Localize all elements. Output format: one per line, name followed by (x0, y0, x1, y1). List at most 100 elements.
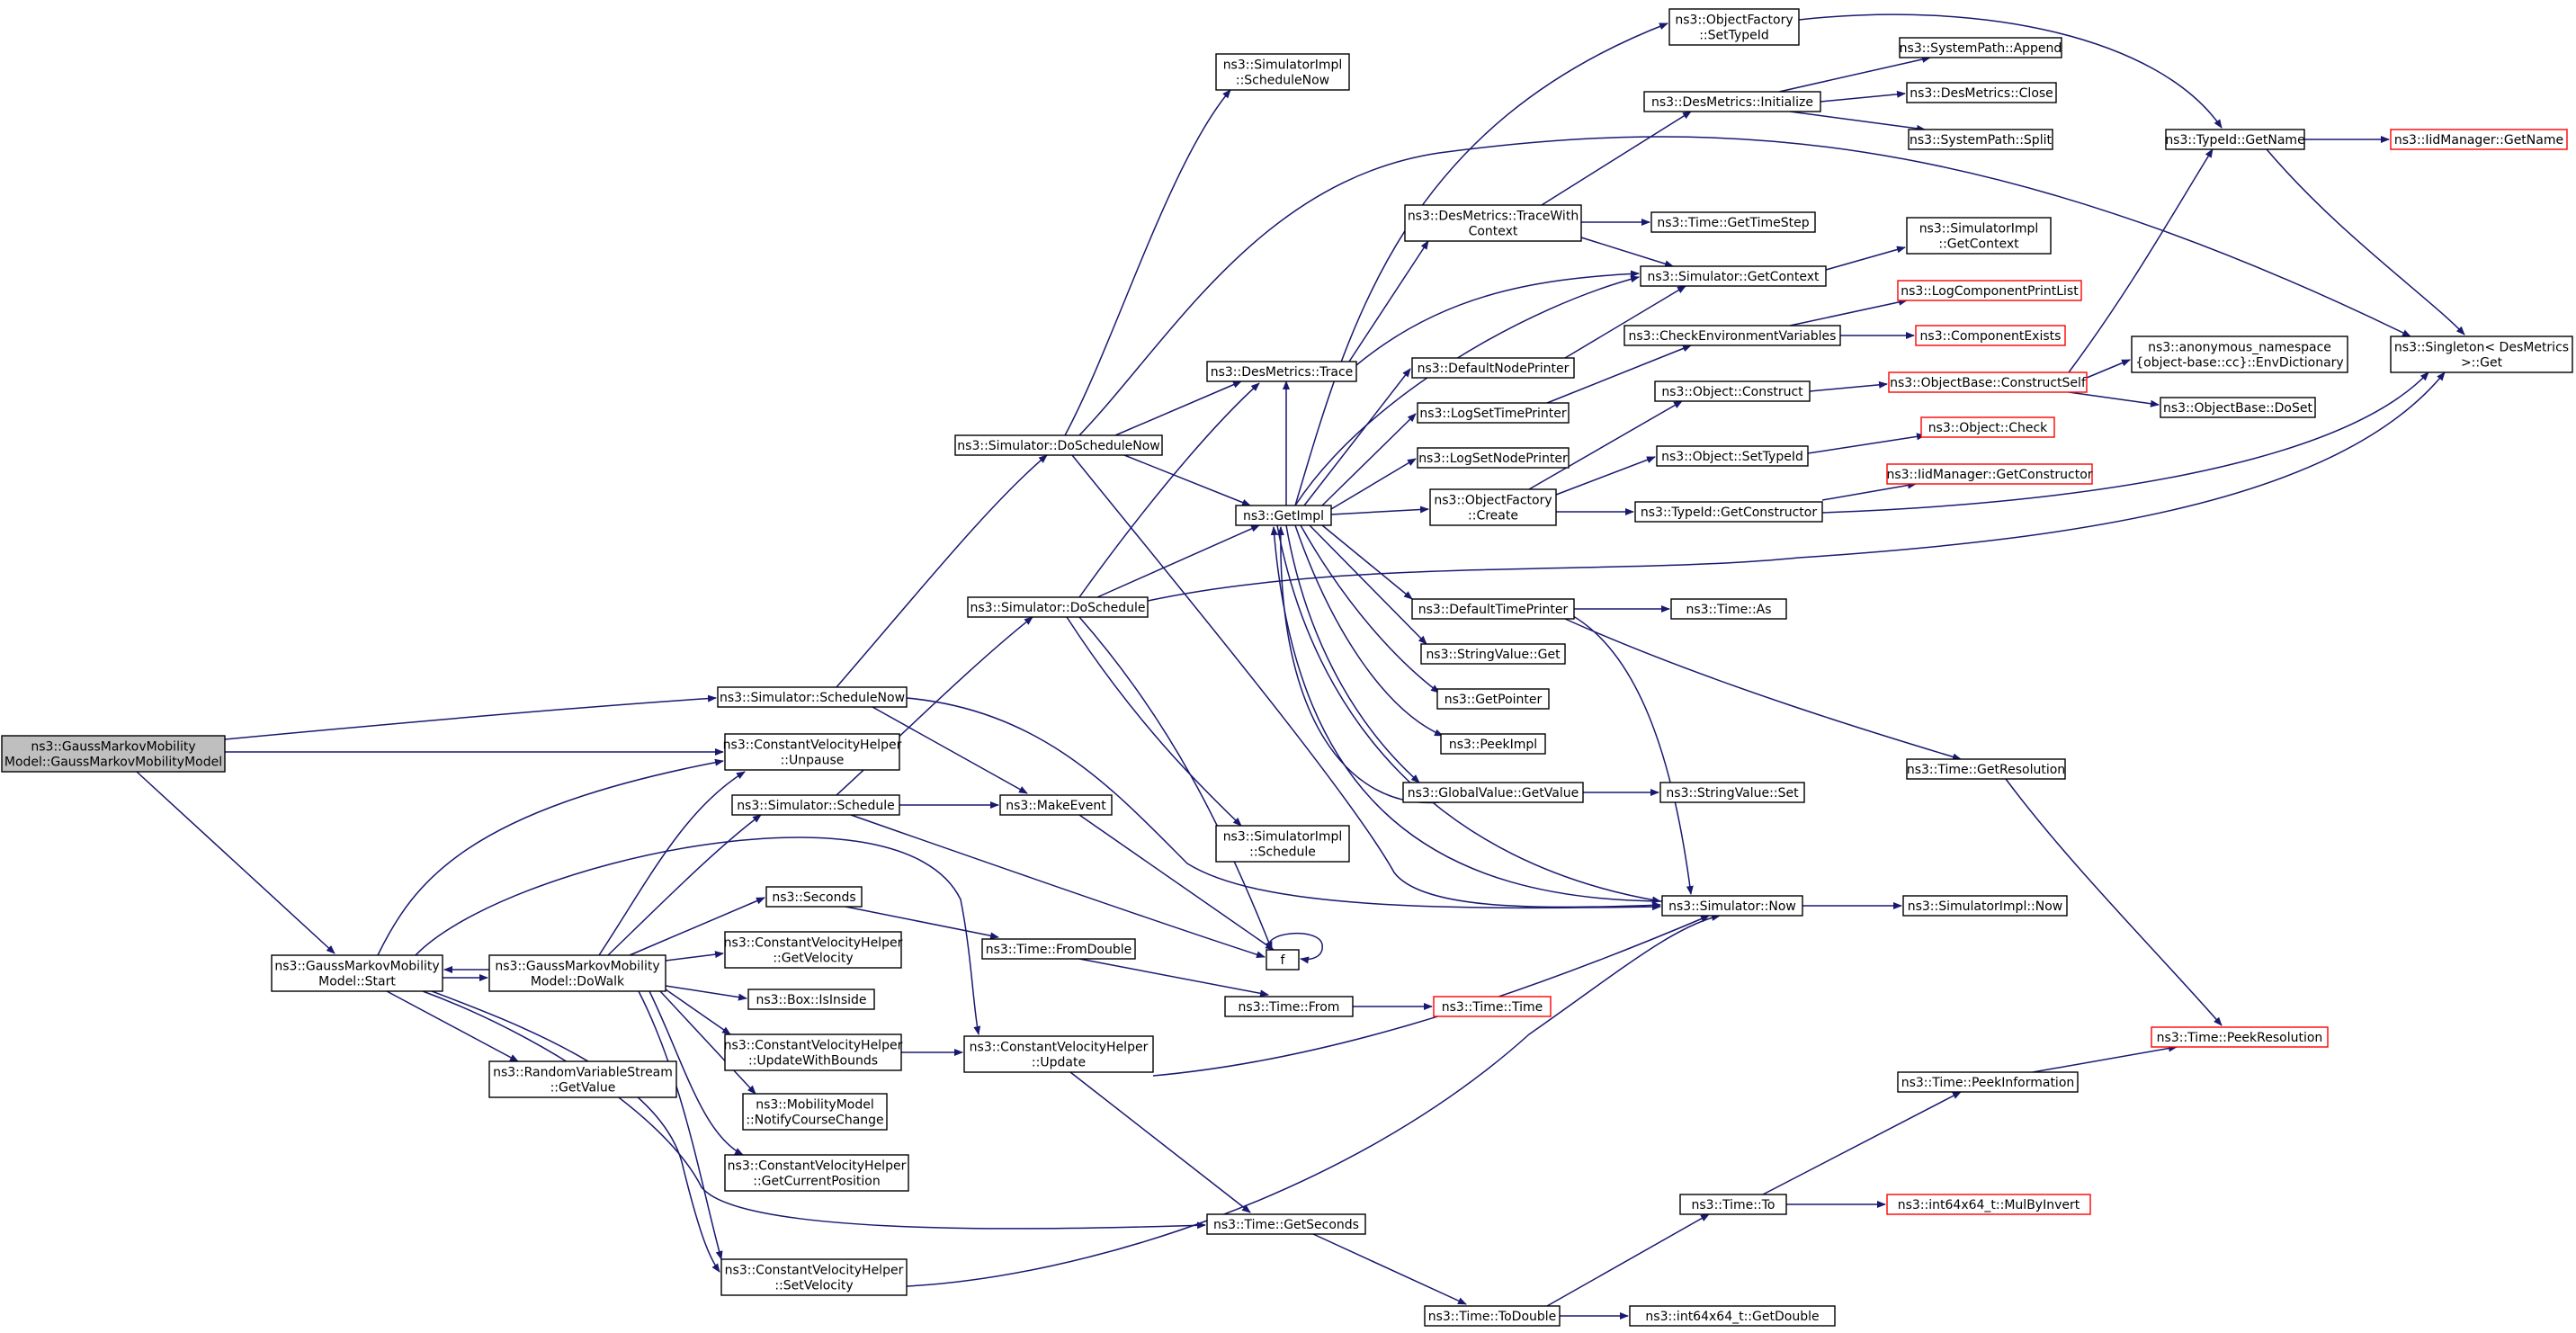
node-desmetrics-close[interactable]: ns3::DesMetrics::Close (1906, 82, 2057, 103)
node-label: ::GetCurrentPosition (753, 1175, 880, 1189)
node-time-as[interactable]: ns3::Time::As (1670, 598, 1787, 620)
node-sched-now[interactable]: ns3::Simulator::ScheduleNow (717, 686, 908, 708)
node-cvh-updatewithbounds[interactable]: ns3::ConstantVelocityHelper::UpdateWithB… (724, 1033, 903, 1071)
node-label: ns3::Object::Check (1928, 421, 2048, 435)
node-label: ns3::LogSetTimePrinter (1419, 407, 1567, 421)
node-anon-envdictionary[interactable]: ns3::anonymous_namespace{object-base::cc… (2131, 335, 2348, 373)
edge-getimpl-to-peekimpl (1294, 524, 1444, 737)
node-stringvalue-set[interactable]: ns3::StringValue::Set (1659, 782, 1805, 803)
node-int64-getdouble[interactable]: ns3::int64x64_t::GetDouble (1629, 1305, 1836, 1327)
node-iidmanager-getconstructor[interactable]: ns3::IidManager::GetConstructor (1886, 463, 2093, 485)
edge-dowalk-to-mm_notify (659, 990, 756, 1095)
node-objfactory-create[interactable]: ns3::ObjectFactory::Create (1429, 488, 1557, 526)
node-sim-doschedulenow[interactable]: ns3::Simulator::DoScheduleNow (954, 434, 1163, 456)
node-root[interactable]: ns3::GaussMarkovMobilityModel::GaussMark… (1, 735, 226, 773)
node-cvh-unpause[interactable]: ns3::ConstantVelocityHelper::Unpause (723, 733, 902, 771)
node-defaulttimeprinter[interactable]: ns3::DefaultTimePrinter (1411, 598, 1575, 620)
node-label: ns3::GaussMarkovMobility (31, 740, 195, 755)
node-typeid-getname[interactable]: ns3::TypeId::GetName (2165, 129, 2305, 150)
node-cvh-getcurrentposition[interactable]: ns3::ConstantVelocityHelper::GetCurrentP… (724, 1154, 909, 1192)
edge-dowalk-to-box_isinside (665, 985, 747, 1001)
node-label: ns3::SimulatorImpl (1223, 58, 1343, 73)
node-getimpl[interactable]: ns3::GetImpl (1235, 505, 1332, 526)
node-label: ns3::Simulator::Schedule (737, 799, 895, 813)
node-label: ns3::anonymous_namespace (2148, 341, 2331, 355)
node-time-to[interactable]: ns3::Time::To (1679, 1194, 1787, 1215)
node-simimpl-schedulenow[interactable]: ns3::SimulatorImpl::ScheduleNow (1215, 53, 1350, 91)
node-iidmanager-getname[interactable]: ns3::IidManager::GetName (2390, 129, 2568, 150)
node-cvh-getvelocity[interactable]: ns3::ConstantVelocityHelper::GetVelocity (724, 931, 903, 969)
node-label: ns3::TypeId::GetName (2165, 133, 2304, 148)
edge-start-to-rvs_getvalue (386, 990, 519, 1062)
node-objectbase-doset[interactable]: ns3::ObjectBase::DoSet (2160, 397, 2316, 418)
edge-globalvalue_getvalue-to-getimpl (1276, 526, 1440, 804)
node-desmetrics-trace[interactable]: ns3::DesMetrics::Trace (1206, 361, 1357, 382)
node-sim-getcontext[interactable]: ns3::Simulator::GetContext (1640, 265, 1827, 287)
node-label: ns3::IidManager::GetName (2394, 133, 2563, 148)
node-f[interactable]: f (1266, 949, 1300, 971)
edge-time_getresolution-to-time_peekresolution (2005, 778, 2223, 1026)
node-objectbase-constructself[interactable]: ns3::ObjectBase::ConstructSelf (1888, 371, 2088, 393)
node-logcomponentprintlist[interactable]: ns3::LogComponentPrintList (1897, 280, 2082, 301)
node-label: ns3::Box::IsInside (756, 993, 866, 1007)
node-componentexists[interactable]: ns3::ComponentExists (1915, 325, 2066, 346)
node-box-isinside[interactable]: ns3::Box::IsInside (747, 989, 875, 1010)
node-time-from[interactable]: ns3::Time::From (1224, 996, 1354, 1017)
edge-sched_now-to-sim_now (906, 697, 1661, 911)
node-label: ns3::SystemPath::Append (1900, 41, 2062, 56)
node-label: ns3::TypeId::GetConstructor (1641, 505, 1817, 520)
node-time-getseconds[interactable]: ns3::Time::GetSeconds (1206, 1213, 1366, 1235)
node-time-getresolution[interactable]: ns3::Time::GetResolution (1906, 758, 2066, 780)
edge-makeevent-to-f (1078, 814, 1275, 951)
node-object-construct[interactable]: ns3::Object::Construct (1654, 380, 1811, 402)
edge-sim_doschedule-to-singleton_get (1147, 371, 2446, 602)
node-object-settypeid[interactable]: ns3::Object::SetTypeId (1656, 445, 1809, 467)
node-systempath-split[interactable]: ns3::SystemPath::Split (1908, 129, 2053, 150)
node-time-fromdouble[interactable]: ns3::Time::FromDouble (981, 938, 1136, 960)
edge-desmetrics_tracewithcontext-to-sim_getcontext (1580, 237, 1674, 268)
edge-dowalk-to-sim_schedule (607, 814, 762, 956)
node-typeid-getconstructor[interactable]: ns3::TypeId::GetConstructor (1634, 501, 1823, 523)
node-time-peekinformation[interactable]: ns3::Time::PeekInformation (1897, 1071, 2079, 1093)
edge-sim_doschedule-to-getimpl (1096, 524, 1260, 598)
node-label: ns3::GetPointer (1445, 693, 1543, 707)
node-seconds[interactable]: ns3::Seconds (765, 886, 863, 908)
node-globalvalue-getvalue[interactable]: ns3::GlobalValue::GetValue (1402, 782, 1584, 803)
node-time-peekresolution[interactable]: ns3::Time::PeekResolution (2151, 1026, 2329, 1048)
node-checkenv[interactable]: ns3::CheckEnvironmentVariables (1623, 325, 1841, 346)
node-sim-schedule[interactable]: ns3::Simulator::Schedule (731, 794, 900, 816)
node-simimpl-getcontext[interactable]: ns3::SimulatorImpl::GetContext (1906, 217, 2052, 255)
node-mm-notify[interactable]: ns3::MobilityModel::NotifyCourseChange (742, 1093, 888, 1131)
node-simimpl-schedule[interactable]: ns3::SimulatorImpl::Schedule (1215, 825, 1350, 863)
node-dowalk[interactable]: ns3::GaussMarkovMobilityModel::DoWalk (488, 954, 666, 992)
edge-sim_getcontext-to-simimpl_getcontext (1825, 246, 1906, 271)
node-objfactory-settypeid[interactable]: ns3::ObjectFactory::SetTypeId (1668, 8, 1800, 46)
node-defaultnodeprinter[interactable]: ns3::DefaultNodePrinter (1411, 357, 1575, 379)
node-sim-now[interactable]: ns3::Simulator::Now (1661, 895, 1803, 917)
node-label: ::Update (1032, 1056, 1086, 1070)
node-sim-doschedule[interactable]: ns3::Simulator::DoSchedule (967, 596, 1149, 618)
node-simimpl-now[interactable]: ns3::SimulatorImpl::Now (1902, 895, 2068, 917)
node-cvh-setvelocity[interactable]: ns3::ConstantVelocityHelper::SetVelocity (720, 1258, 908, 1296)
node-stringvalue-get[interactable]: ns3::StringValue::Get (1420, 643, 1566, 665)
node-peekimpl[interactable]: ns3::PeekImpl (1440, 733, 1546, 755)
node-int64-mulbyinvert[interactable]: ns3::int64x64_t::MulByInvert (1886, 1194, 2091, 1215)
node-singleton-get[interactable]: ns3::Singleton< DesMetrics >::Get (2390, 335, 2573, 373)
node-time-todouble[interactable]: ns3::Time::ToDouble (1424, 1305, 1561, 1327)
node-start[interactable]: ns3::GaussMarkovMobilityModel::Start (271, 954, 443, 992)
node-logsetnodeprinter[interactable]: ns3::LogSetNodePrinter (1417, 447, 1570, 469)
node-object-check[interactable]: ns3::Object::Check (1920, 416, 2055, 438)
node-getpointer[interactable]: ns3::GetPointer (1436, 688, 1550, 710)
node-systempath-append[interactable]: ns3::SystemPath::Append (1899, 37, 2062, 58)
edge-sched_now-to-sim_doschedulenow (836, 454, 1048, 688)
node-logsettimeprinter[interactable]: ns3::LogSetTimePrinter (1417, 402, 1570, 424)
node-time-gettimestep[interactable]: ns3::Time::GetTimeStep (1650, 211, 1816, 233)
node-rvs-getvalue[interactable]: ns3::RandomVariableStream::GetValue (488, 1060, 677, 1098)
node-makeevent[interactable]: ns3::MakeEvent (999, 794, 1113, 816)
edge-objectbase_constructself-to-anon_envdictionary (2086, 359, 2131, 379)
node-cvh-update[interactable]: ns3::ConstantVelocityHelper::Update (963, 1035, 1154, 1073)
edge-getimpl-to-defaulttimeprinter (1321, 524, 1413, 600)
node-time-time[interactable]: ns3::Time::Time (1433, 996, 1552, 1017)
node-desmetrics-initialize[interactable]: ns3::DesMetrics::Initialize (1643, 91, 1821, 112)
